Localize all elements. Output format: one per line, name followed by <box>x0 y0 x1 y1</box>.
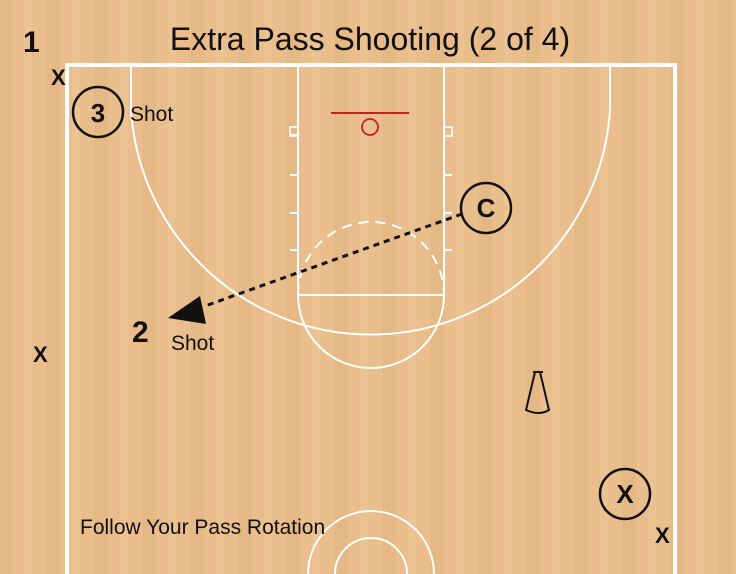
step-number: 1 <box>23 26 40 59</box>
free-throw-circle-top <box>297 294 445 369</box>
player-3-circle <box>71 85 125 139</box>
player-3-label: 3 <box>91 98 105 128</box>
player-2-note: Shot <box>171 332 214 355</box>
coach-label: C <box>477 193 496 223</box>
defender: X <box>598 467 652 521</box>
center-circle-outer <box>307 510 435 574</box>
defender-label: X <box>616 479 634 509</box>
x-mark-mid-left: X <box>33 342 48 367</box>
free-throw-circle-bottom-dashed <box>297 221 445 296</box>
pass-line <box>204 212 463 308</box>
player-2-label: 2 <box>132 316 149 349</box>
pass-arrowhead <box>168 296 206 324</box>
three-point-arc <box>130 65 611 336</box>
player-3: 3 Shot <box>71 85 173 139</box>
coach-circle <box>459 181 513 235</box>
dashed-pass-arrow <box>168 212 463 324</box>
x-mark-bottom-right: X <box>655 523 670 548</box>
footer-caption: Follow Your Pass Rotation <box>80 516 325 539</box>
coach: C <box>459 181 513 235</box>
diagram-title: Extra Pass Shooting (2 of 4) <box>170 21 570 57</box>
cone-icon <box>524 371 551 414</box>
court-boundary <box>65 63 677 574</box>
x-mark-top-left: X <box>51 65 66 90</box>
rim <box>361 118 379 136</box>
player-3-note: Shot <box>130 103 173 126</box>
court-lines <box>65 63 677 574</box>
paint-lane <box>297 65 445 296</box>
defender-circle <box>598 467 652 521</box>
center-circle-inner <box>334 537 408 574</box>
player-2: 2 Shot <box>132 316 214 355</box>
